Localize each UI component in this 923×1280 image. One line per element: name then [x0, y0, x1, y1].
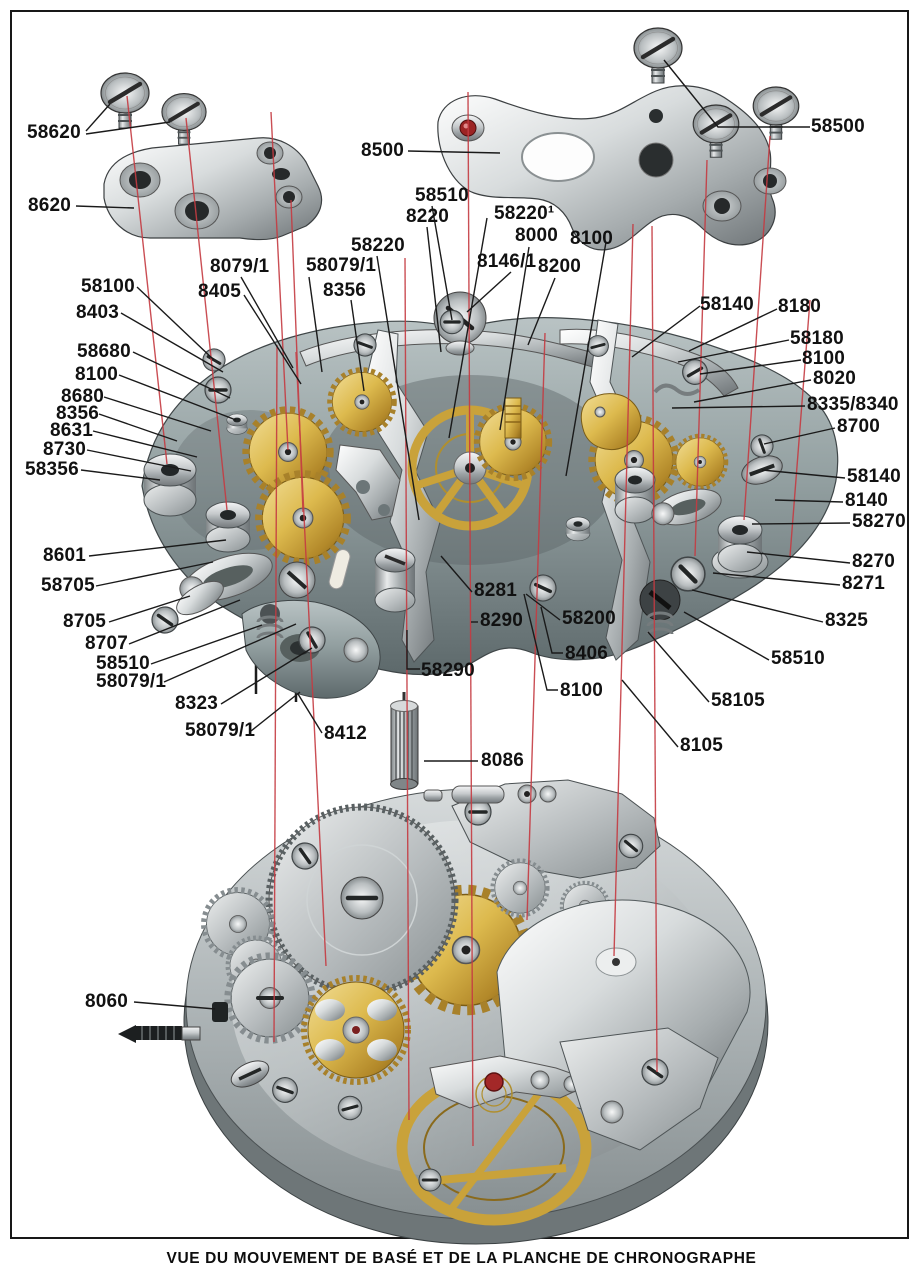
label-8707: 8707 — [85, 633, 129, 654]
label-8323: 8323 — [175, 693, 219, 714]
large-roller-post — [143, 453, 197, 517]
label-leader-lines — [75, 59, 851, 1010]
gold-spoke-wheel — [301, 975, 411, 1085]
label-8601: 8601 — [43, 545, 87, 566]
label-8220: 8220 — [406, 206, 450, 227]
setting-lever-8060 — [212, 1002, 228, 1022]
label-8100-d: 8100 — [560, 680, 604, 701]
knurled-stud-8086 — [390, 692, 419, 790]
label-8680: 8680 — [61, 386, 105, 407]
label-8100-a: 8100 — [75, 364, 119, 385]
label-8705: 8705 — [63, 611, 107, 632]
label-8335-8340: 8335/8340 — [807, 394, 899, 415]
label-8406: 8406 — [565, 643, 609, 664]
label-58140-b: 58140 — [847, 466, 901, 487]
label-8060: 8060 — [85, 991, 129, 1012]
balance-wheel — [396, 1055, 598, 1226]
label-8405: 8405 — [198, 281, 242, 302]
label-8100-b: 8100 — [570, 228, 614, 249]
label-58100: 58100 — [81, 276, 135, 297]
label-58680: 58680 — [77, 341, 131, 362]
label-8271: 8271 — [842, 573, 886, 594]
label-8000: 8000 — [515, 225, 559, 246]
winding-stem — [118, 1025, 201, 1043]
screw-58620-a — [101, 73, 149, 128]
pillar-post — [374, 547, 416, 613]
label-8281: 8281 — [474, 580, 518, 601]
label-8500: 8500 — [361, 140, 405, 161]
label-8730: 8730 — [43, 439, 87, 460]
label-8020: 8020 — [813, 368, 857, 389]
plate-8620 — [103, 137, 323, 241]
label-58180: 58180 — [790, 328, 844, 349]
label-58200: 58200 — [562, 608, 616, 629]
label-58105: 58105 — [711, 690, 765, 711]
label-58079-1-c: 58079/1 — [306, 255, 377, 276]
label-8079-1: 8079/1 — [210, 256, 270, 277]
label-58500: 58500 — [811, 116, 865, 137]
label-8412: 8412 — [324, 723, 368, 744]
label-8356-a: 8356 — [56, 403, 100, 424]
label-58620: 58620 — [27, 122, 81, 143]
label-58079-1-b: 58079/1 — [185, 720, 256, 741]
base-movement — [118, 779, 769, 1245]
label-58705: 58705 — [41, 575, 95, 596]
plate-8500 — [437, 85, 787, 251]
label-8140: 8140 — [845, 490, 889, 511]
label-58220: 58220 — [351, 235, 405, 256]
chrono-cam — [580, 393, 642, 450]
label-8620: 8620 — [28, 195, 72, 216]
plate-caption: VUE DU MOUVEMENT DE BASÉ ET DE LA PLANCH… — [166, 1250, 757, 1267]
screw-58620-b — [162, 94, 206, 145]
label-8403: 8403 — [76, 302, 120, 323]
screw-58500-a — [634, 28, 682, 83]
label-8290: 8290 — [480, 610, 524, 631]
label-8325: 8325 — [825, 610, 869, 631]
label-8105: 8105 — [680, 735, 724, 756]
label-58510-c: 58510 — [771, 648, 825, 669]
post-8270 — [711, 515, 769, 579]
label-58140-a: 58140 — [700, 294, 754, 315]
label-58290: 58290 — [421, 660, 475, 681]
label-8356-b: 8356 — [323, 280, 367, 301]
label-8200: 8200 — [538, 256, 582, 277]
label-58356: 58356 — [25, 459, 79, 480]
label-8146-1: 8146/1 — [477, 251, 537, 272]
label-8631: 8631 — [50, 420, 94, 441]
label-58270: 58270 — [852, 511, 906, 532]
train-bridge — [451, 779, 661, 929]
label-58079-1-a: 58079/1 — [96, 671, 167, 692]
label-8270: 8270 — [852, 551, 896, 572]
post-hour-recorder — [614, 466, 656, 524]
label-8700: 8700 — [837, 416, 881, 437]
label-58510-b: 58510 — [415, 185, 469, 206]
post-8601 — [205, 501, 251, 553]
label-8086: 8086 — [481, 750, 525, 771]
assembly-axis-lines — [126, 91, 811, 1147]
ratchet-wheel — [265, 803, 459, 997]
label-58510-a: 58510 — [96, 653, 150, 674]
label-58220-1: 58220¹ — [494, 203, 555, 224]
label-8100-c: 8100 — [802, 348, 846, 369]
chronograph-plate — [141, 291, 839, 699]
label-8180: 8180 — [778, 296, 822, 317]
